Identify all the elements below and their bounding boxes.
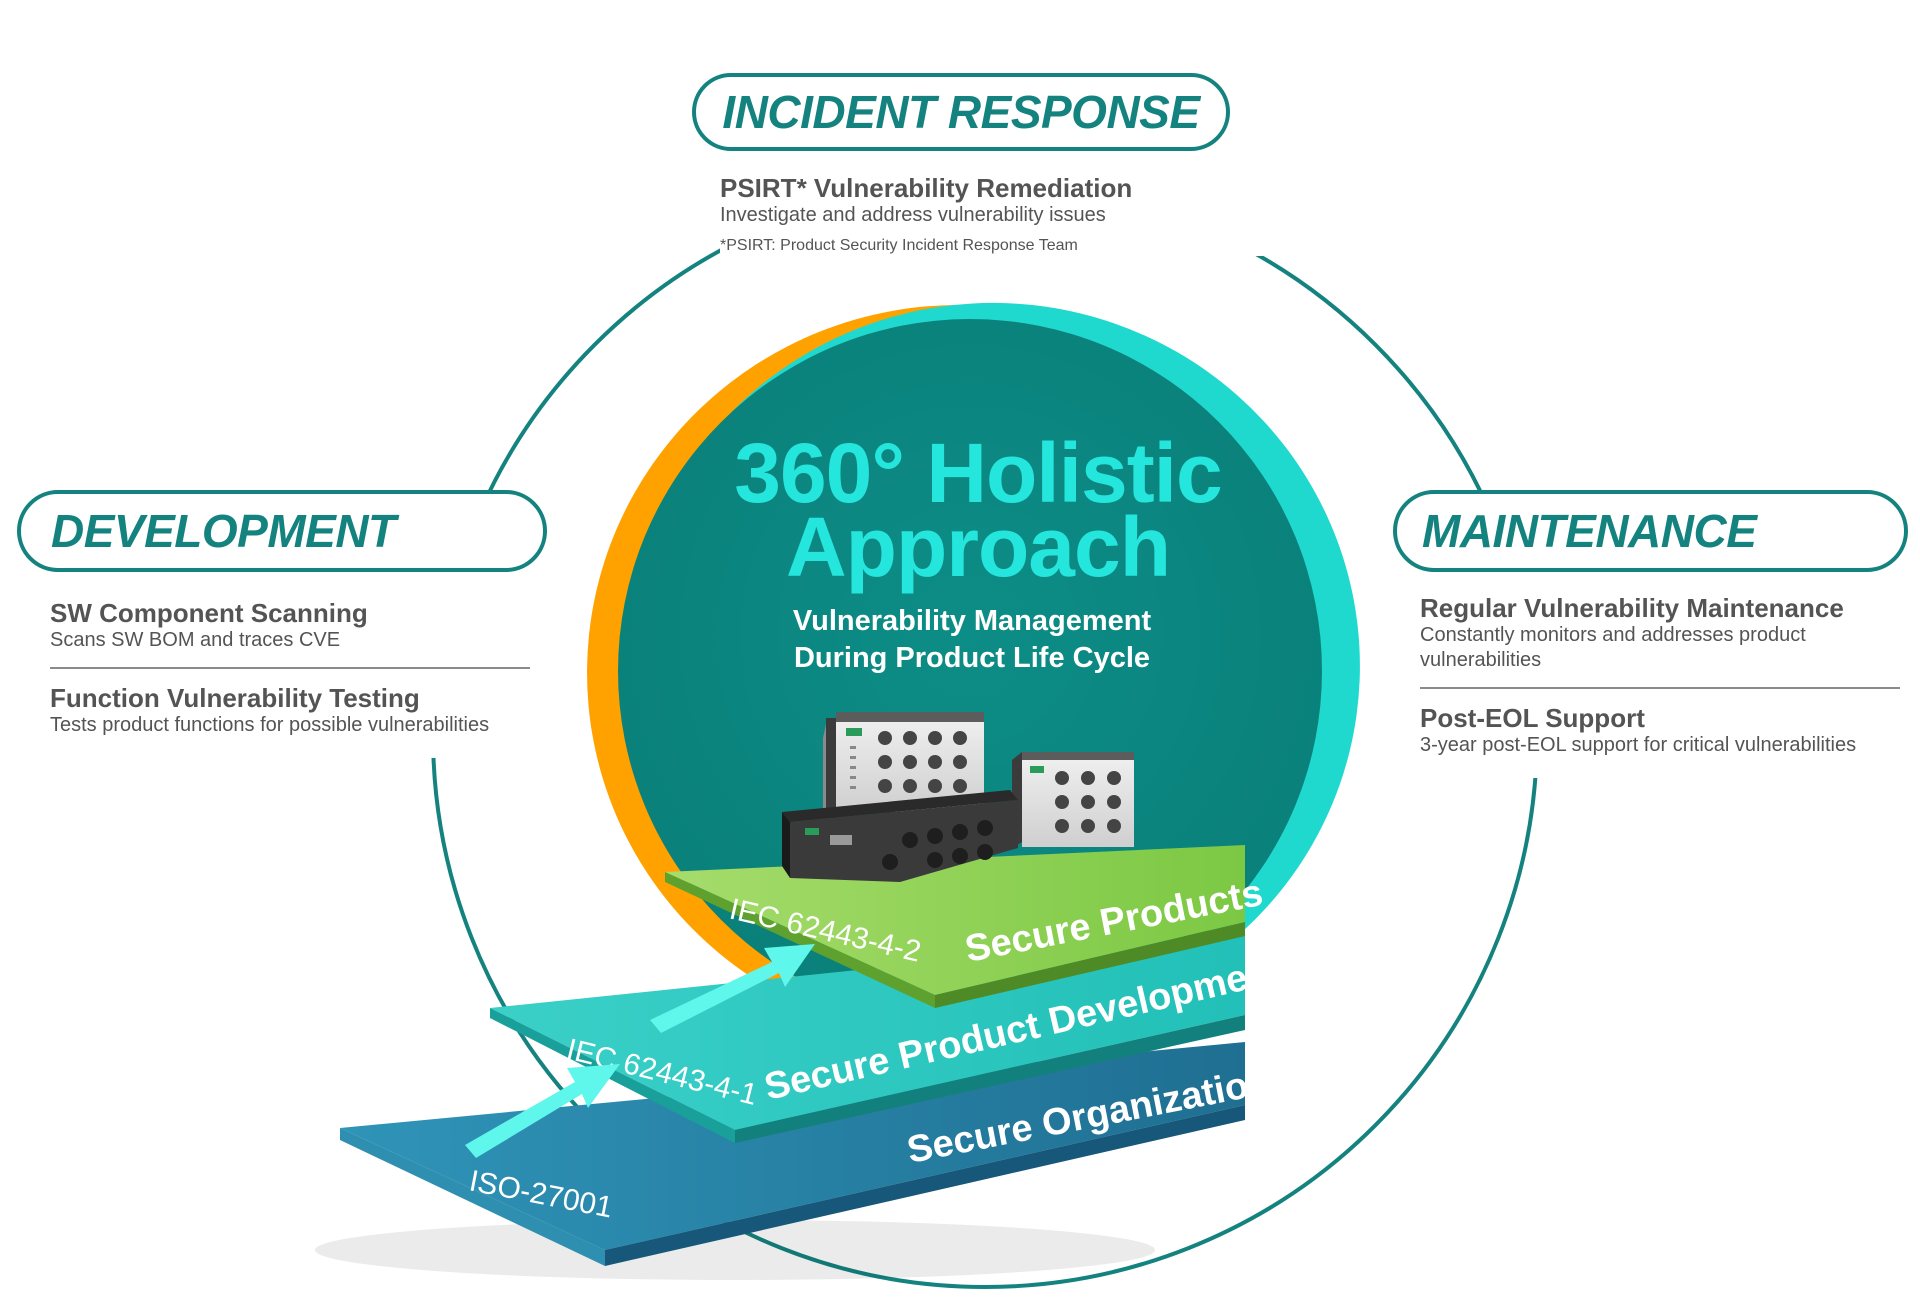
development-divider xyxy=(50,667,530,669)
subtitle-line2: During Product Life Cycle xyxy=(794,642,1150,674)
psirt-footnote: *PSIRT: Product Security Incident Respon… xyxy=(720,237,1078,254)
incident-response-pill: INCIDENT RESPONSE xyxy=(692,73,1230,151)
headline-line2: Approach xyxy=(786,500,1170,594)
headline-line1: 360° Holistic xyxy=(734,426,1221,520)
sw-scanning-heading: SW Component Scanning xyxy=(50,598,368,628)
regular-maintenance-heading: Regular Vulnerability Maintenance xyxy=(1420,593,1844,623)
products-front-face xyxy=(665,872,935,1008)
maintenance-block: Regular Vulnerability Maintenance Consta… xyxy=(1420,593,1900,758)
dev-side-face xyxy=(735,1015,1245,1143)
products-side-face xyxy=(935,922,1245,1008)
regular-maintenance-description: Constantly monitors and addresses produc… xyxy=(1420,624,1806,671)
development-block: SW Component Scanning Scans SW BOM and t… xyxy=(50,598,530,738)
arrow-org-to-dev xyxy=(465,1064,620,1158)
incident-response-block: PSIRT* Vulnerability Remediation Investi… xyxy=(720,173,1280,256)
incident-response-title: INCIDENT RESPONSE xyxy=(722,86,1200,138)
psirt-heading: PSIRT* Vulnerability Remediation xyxy=(720,173,1133,203)
org-side-face xyxy=(605,1105,1245,1266)
sw-scanning-description: Scans SW BOM and traces CVE xyxy=(50,629,341,651)
maintenance-pill: MAINTENANCE xyxy=(1393,490,1908,572)
maintenance-title: MAINTENANCE xyxy=(1422,505,1757,557)
layer-secure-organization: ISO-27001 xyxy=(315,1042,1245,1280)
layer-secure-product-development: IEC 62443-4-1 xyxy=(490,930,1245,1143)
development-pill: DEVELOPMENT xyxy=(17,490,547,572)
function-testing-description: Tests product functions for possible vul… xyxy=(50,714,490,736)
post-eol-description: 3-year post-EOL support for critical vul… xyxy=(1420,734,1857,756)
industrial-switch-small xyxy=(1012,752,1134,848)
layer-secure-products: IEC 62443-4-2 xyxy=(665,845,1245,1008)
industrial-computer xyxy=(782,790,1018,882)
dev-front-face xyxy=(490,1008,735,1143)
maintenance-divider xyxy=(1420,687,1900,689)
org-top-face xyxy=(340,1042,1245,1250)
arrow-dev-to-products xyxy=(650,944,815,1033)
products-top-face xyxy=(665,845,1245,995)
development-title: DEVELOPMENT xyxy=(51,505,396,557)
org-front-face xyxy=(340,1128,605,1266)
dev-top-face xyxy=(490,930,1245,1130)
ring-gap-left xyxy=(350,568,580,758)
psirt-description: Investigate and address vulnerability is… xyxy=(720,204,1106,226)
subtitle-line1: Vulnerability Management xyxy=(793,605,1152,637)
post-eol-heading: Post-EOL Support xyxy=(1420,703,1645,733)
function-testing-heading: Function Vulnerability Testing xyxy=(50,683,420,713)
